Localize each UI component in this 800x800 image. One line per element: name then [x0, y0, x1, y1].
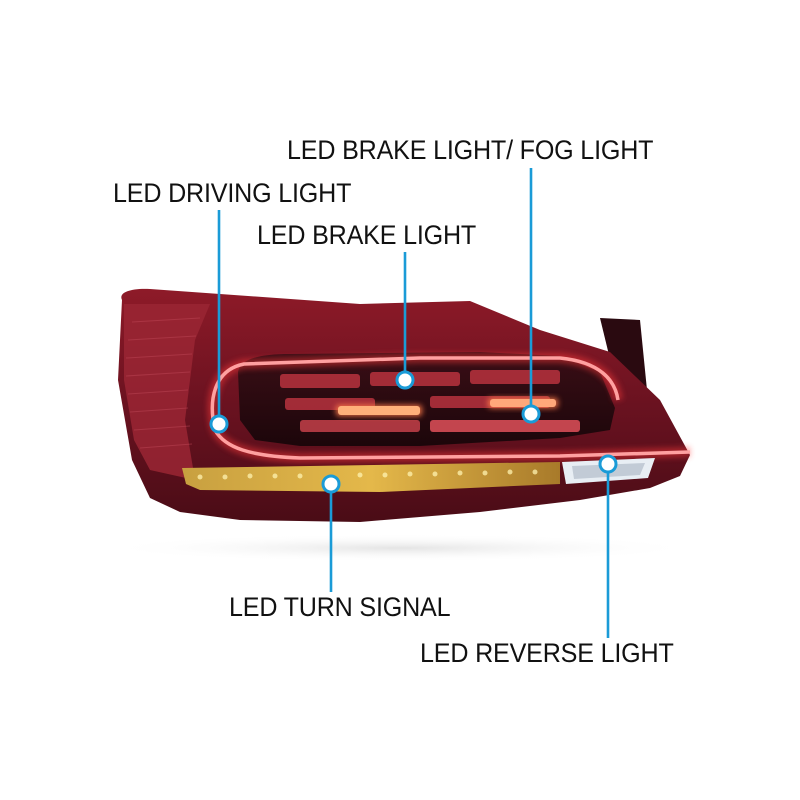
- callout-label-driving-light: LED DRIVING LIGHT: [113, 178, 352, 208]
- outer-lens-left: [124, 304, 210, 480]
- marker-driving: [209, 414, 229, 434]
- turn-signal-strip: [182, 462, 560, 492]
- marker-turn: [321, 474, 341, 494]
- callout-markers: [209, 370, 618, 494]
- leader-lines: [217, 168, 610, 638]
- callout-label-brake-light: LED BRAKE LIGHT: [257, 220, 477, 250]
- turn-signal-led-dots: [197, 469, 538, 480]
- marker-brake: [395, 370, 415, 390]
- marker-brake-fog: [521, 404, 541, 424]
- inner-amber-strips: [336, 398, 558, 416]
- ground-shadow: [100, 534, 700, 562]
- callout-label-turn-signal: LED TURN SIGNAL: [229, 592, 451, 622]
- callout-label-brake-fog-light: LED BRAKE LIGHT/ FOG LIGHT: [287, 135, 654, 165]
- lens-texture: [125, 317, 201, 449]
- callout-label-reverse-light: LED REVERSE LIGHT: [420, 638, 674, 668]
- driving-light-bar: [210, 356, 691, 460]
- marker-reverse: [598, 454, 618, 474]
